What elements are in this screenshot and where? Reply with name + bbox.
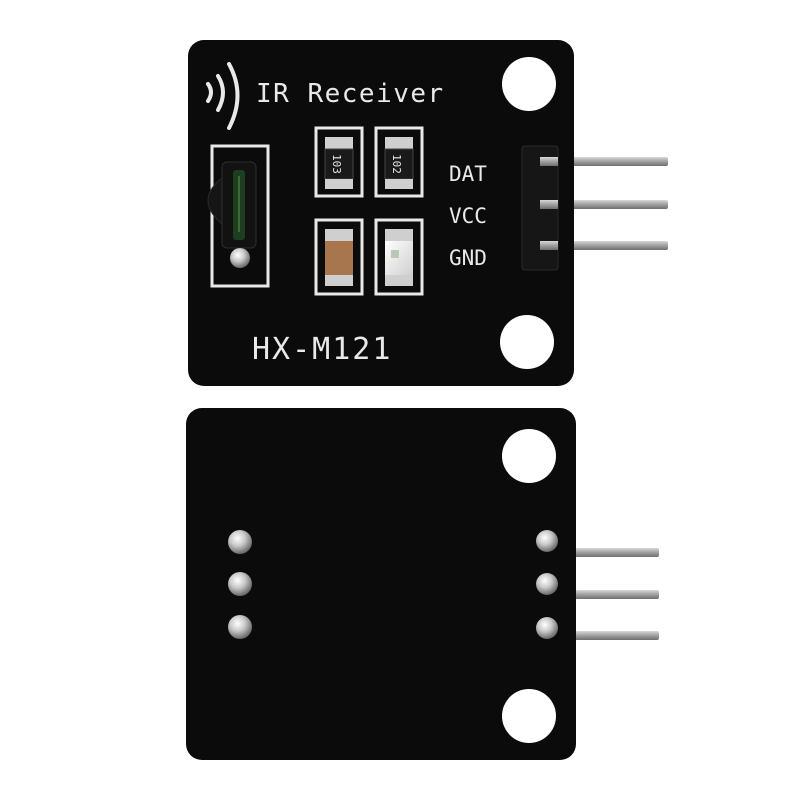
pcb-back [186,408,576,760]
model-label: HX-M121 [252,332,392,367]
resistor-103: 103 [314,126,364,198]
pin-label-vcc: VCC [449,204,487,228]
back-pin-1 [575,548,659,557]
capacitor [314,218,364,296]
status-led [374,218,424,296]
receiver-solder-pad [230,248,250,268]
pcb-front [188,40,574,386]
resistor-code-102: 102 [390,154,403,174]
mounting-hole-top [502,57,556,111]
resistor-102: 102 [374,126,424,198]
header-solder-pads [536,530,558,639]
resistor-code-103: 103 [330,154,343,174]
pin-label-gnd: GND [449,246,487,270]
mounting-hole-back-bottom [502,689,556,743]
mounting-hole-back-top [502,429,556,483]
pin-label-dat: DAT [449,162,487,186]
ir-signal-waves-icon [206,62,240,130]
mounting-hole-bottom [500,315,554,369]
back-board [186,408,659,760]
back-pin-2 [575,590,659,599]
back-pin-3 [575,631,659,640]
receiver-silk-outline [210,144,270,288]
ir-receiver-component [207,144,270,288]
receiver-solder-pads [228,530,252,639]
board-title: IR Receiver [256,79,445,109]
front-board: IR Receiver 103 102 [188,40,668,386]
